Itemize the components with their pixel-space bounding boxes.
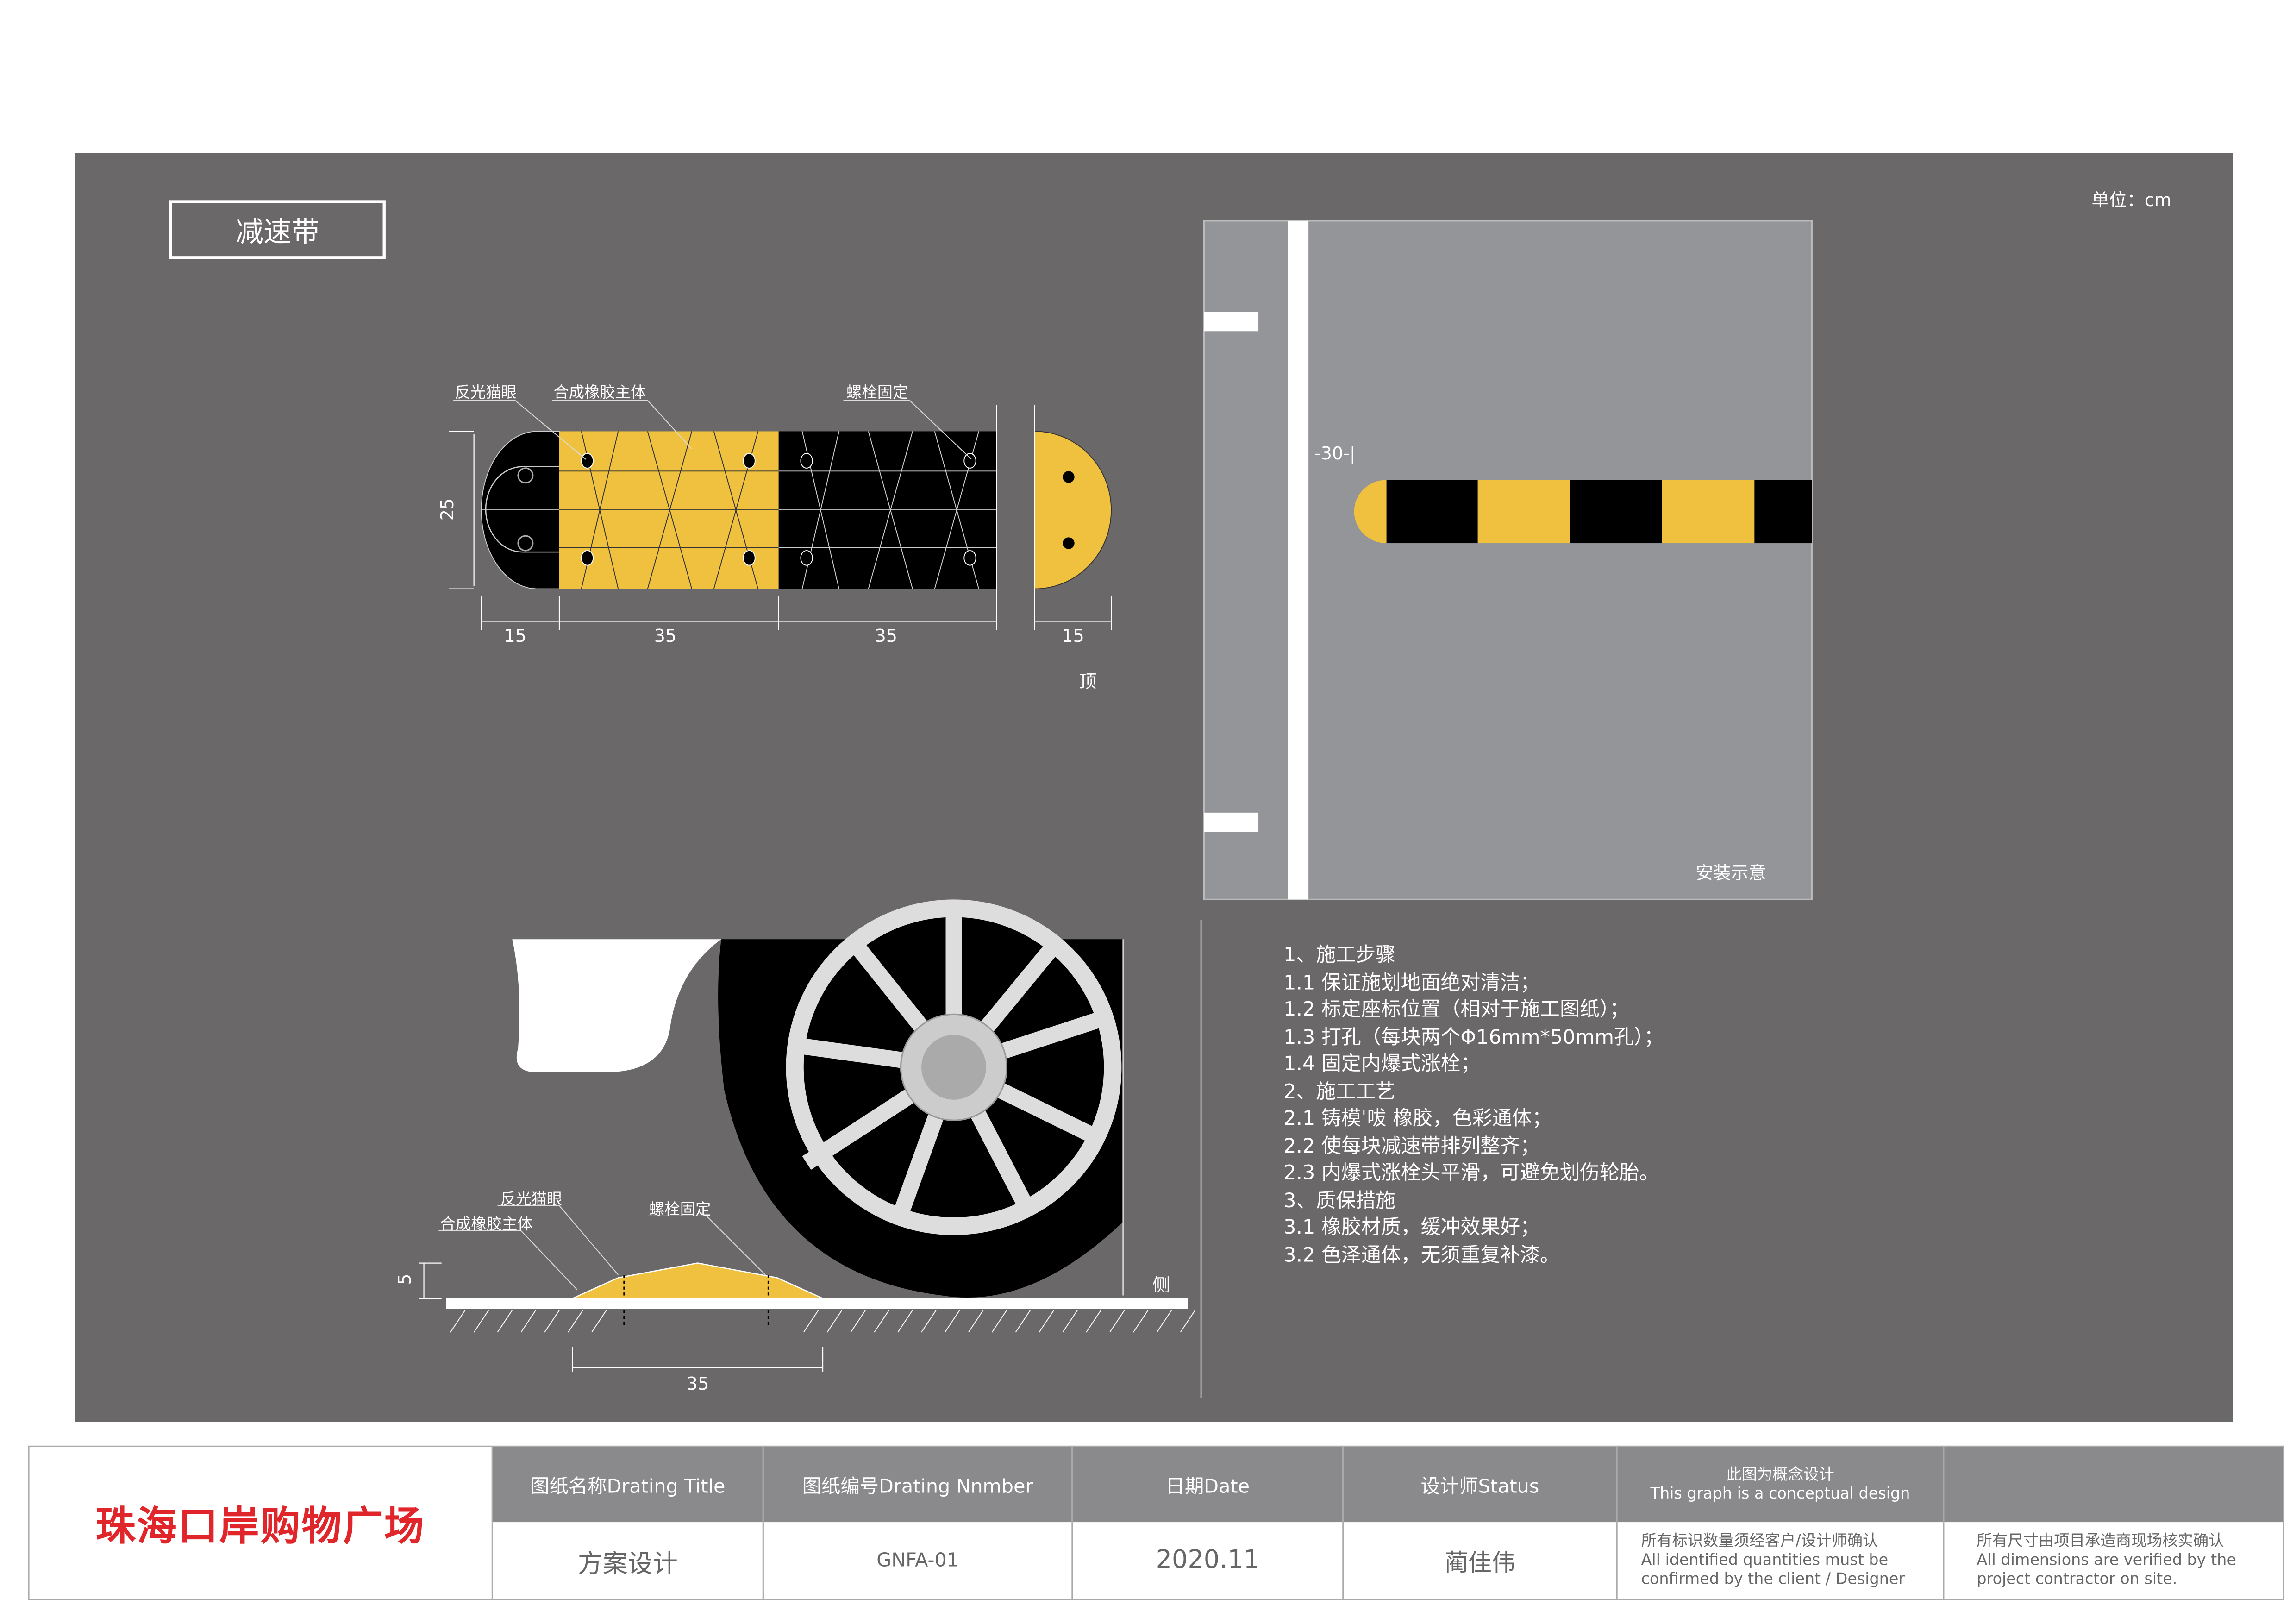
car-body xyxy=(512,939,721,1072)
ground-hatch xyxy=(1156,1310,1172,1333)
ground-hatch xyxy=(1086,1310,1101,1333)
note-line: 2、施工工艺 xyxy=(1283,1079,1395,1104)
header-title: 图纸名称Drating Title xyxy=(491,1447,763,1523)
note-line: 1.1 保证施划地面绝对清洁； xyxy=(1283,971,1540,995)
drawing-title: 减速带 xyxy=(169,200,386,259)
black-block xyxy=(778,431,997,589)
note-line: 2.3 内爆式涨栓头平滑，可避免划伤轮胎。 xyxy=(1283,1161,1659,1185)
ground-hatch xyxy=(497,1310,513,1333)
dim-side-width: 35 xyxy=(687,1373,709,1394)
yellow-block xyxy=(559,431,779,589)
note-line: 2.2 使每块减速带排列整齐； xyxy=(1283,1134,1540,1158)
ground-hatch xyxy=(568,1310,583,1333)
install-view xyxy=(1203,220,1813,900)
note-line: 3、质保措施 xyxy=(1283,1189,1395,1212)
concept-note: 此图为概念设计 This graph is a conceptual desig… xyxy=(1616,1447,1943,1523)
bump-profile xyxy=(572,1262,823,1299)
note-line: 2.1 铸模ˈ㕹 橡胶，色彩通体； xyxy=(1283,1107,1552,1131)
side-callout-reflector: 反光猫眼 xyxy=(500,1190,562,1208)
quantity-note-cn: 所有标识数量须经客户/设计师确认 xyxy=(1641,1531,1878,1549)
top-view: 反光猫眼 合成橡胶主体 螺栓固定 25 15 35 35 15 顶 xyxy=(437,383,1112,692)
ground-hatch xyxy=(544,1310,560,1333)
ground-hatch xyxy=(897,1310,913,1333)
ground-hatch xyxy=(826,1310,843,1333)
callout-reflector: 反光猫眼 xyxy=(455,383,516,401)
note-line: 1.4 固定内爆式涨栓； xyxy=(1283,1052,1481,1076)
quantity-note-en: All identified quantities must be confir… xyxy=(1641,1551,1905,1588)
top-view-label: 顶 xyxy=(1079,671,1096,692)
concept-cn: 此图为概念设计 xyxy=(1726,1465,1834,1483)
note-line: 1.2 标定座标位置（相对于施工图纸）； xyxy=(1283,998,1630,1022)
ground-hatch xyxy=(850,1310,866,1333)
concept-en: This graph is a conceptual design xyxy=(1650,1485,1910,1503)
callout-rubber-body: 合成橡胶主体 xyxy=(553,383,646,401)
ground-hatch xyxy=(450,1310,466,1333)
lane-line xyxy=(1288,220,1309,900)
project-name: 珠海口岸购物广场 xyxy=(95,1504,425,1550)
side-view-label: 侧 xyxy=(1152,1275,1170,1295)
ground-hatch xyxy=(991,1310,1007,1333)
note-line: 3.1 橡胶材质，缓冲效果好； xyxy=(1283,1216,1540,1240)
ground xyxy=(446,1298,1188,1309)
bump-segment-black xyxy=(1570,480,1662,544)
ground-hatch xyxy=(473,1310,489,1333)
bump-segment-black xyxy=(1754,480,1812,544)
bump-segment-black xyxy=(1386,480,1478,544)
ground-hatch xyxy=(1015,1310,1031,1333)
dimension-note-en: All dimensions are verified by the proje… xyxy=(1977,1551,2236,1588)
install-label: 安装示意 xyxy=(1695,863,1766,883)
ground-hatch xyxy=(1039,1310,1054,1333)
ground-hatch xyxy=(1062,1310,1078,1333)
note-line: 1.3 打孔（每块两个Φ16mm*50mm孔）； xyxy=(1283,1025,1664,1049)
ground-hatch xyxy=(945,1310,960,1333)
callout-bolt: 螺栓固定 xyxy=(846,383,908,401)
value-title: 方案设计 xyxy=(491,1522,763,1599)
ground-hatch xyxy=(921,1310,937,1333)
lane-dash xyxy=(1204,812,1259,832)
dimension-note-cn: 所有尺寸由项目承造商现场核实确认 xyxy=(1977,1531,2224,1549)
ground-hatch xyxy=(1133,1310,1149,1333)
dim-segment-2: 35 xyxy=(875,626,898,646)
header-blank xyxy=(1943,1447,2283,1523)
ground-hatch xyxy=(1109,1310,1125,1333)
header-designer: 设计师Status xyxy=(1342,1447,1616,1523)
header-date: 日期Date xyxy=(1071,1447,1343,1523)
dim-side-height: 5 xyxy=(394,1273,415,1285)
header-number: 图纸编号Drating Nnmber xyxy=(762,1447,1072,1523)
dim-segment-1: 35 xyxy=(654,626,677,646)
side-callout-bolt: 螺栓固定 xyxy=(649,1200,711,1218)
ground-hatch xyxy=(520,1310,536,1333)
note-line: 3.2 色泽通体，无须重复补漆。 xyxy=(1283,1243,1560,1267)
dim-cap-right: 15 xyxy=(1062,626,1084,646)
note-line: 1、施工步骤 xyxy=(1283,943,1395,967)
quantity-note: 所有标识数量须经客户/设计师确认 All identified quantiti… xyxy=(1616,1522,1943,1599)
value-number: GNFA-01 xyxy=(762,1522,1072,1599)
ground-hatch xyxy=(1180,1310,1196,1333)
bump-cap xyxy=(1354,480,1387,544)
spacing-dim: -30-| xyxy=(1314,443,1356,464)
side-view: 反光猫眼 合成橡胶主体 螺栓固定 5 35 侧 xyxy=(394,899,1212,1399)
lane-dash xyxy=(1204,312,1259,332)
ground-hatch xyxy=(803,1310,819,1333)
value-designer: 蔺佳伟 xyxy=(1342,1522,1616,1599)
ground-hatch xyxy=(591,1310,607,1333)
side-callout-rubber-body: 合成橡胶主体 xyxy=(440,1215,533,1233)
dim-cap-left: 15 xyxy=(504,626,526,646)
value-date: 2020.11 xyxy=(1071,1522,1342,1599)
unit-label: 单位：cm xyxy=(2091,190,2171,211)
dim-height: 25 xyxy=(437,498,457,521)
ground-hatch xyxy=(968,1310,984,1333)
construction-notes: 1、施工步骤 1.1 保证施划地面绝对清洁； 1.2 标定座标位置（相对于施工图纸）… xyxy=(1283,942,1664,1269)
dimension-note: 所有尺寸由项目承造商现场核实确认 All dimensions are veri… xyxy=(1943,1522,2283,1599)
bump-segment-yellow xyxy=(1662,480,1755,544)
ground-hatch xyxy=(874,1310,889,1333)
title-block: 珠海口岸购物广场 图纸名称Drating Title 图纸编号Drating N… xyxy=(28,1445,2284,1600)
bump-segment-yellow xyxy=(1477,480,1570,544)
